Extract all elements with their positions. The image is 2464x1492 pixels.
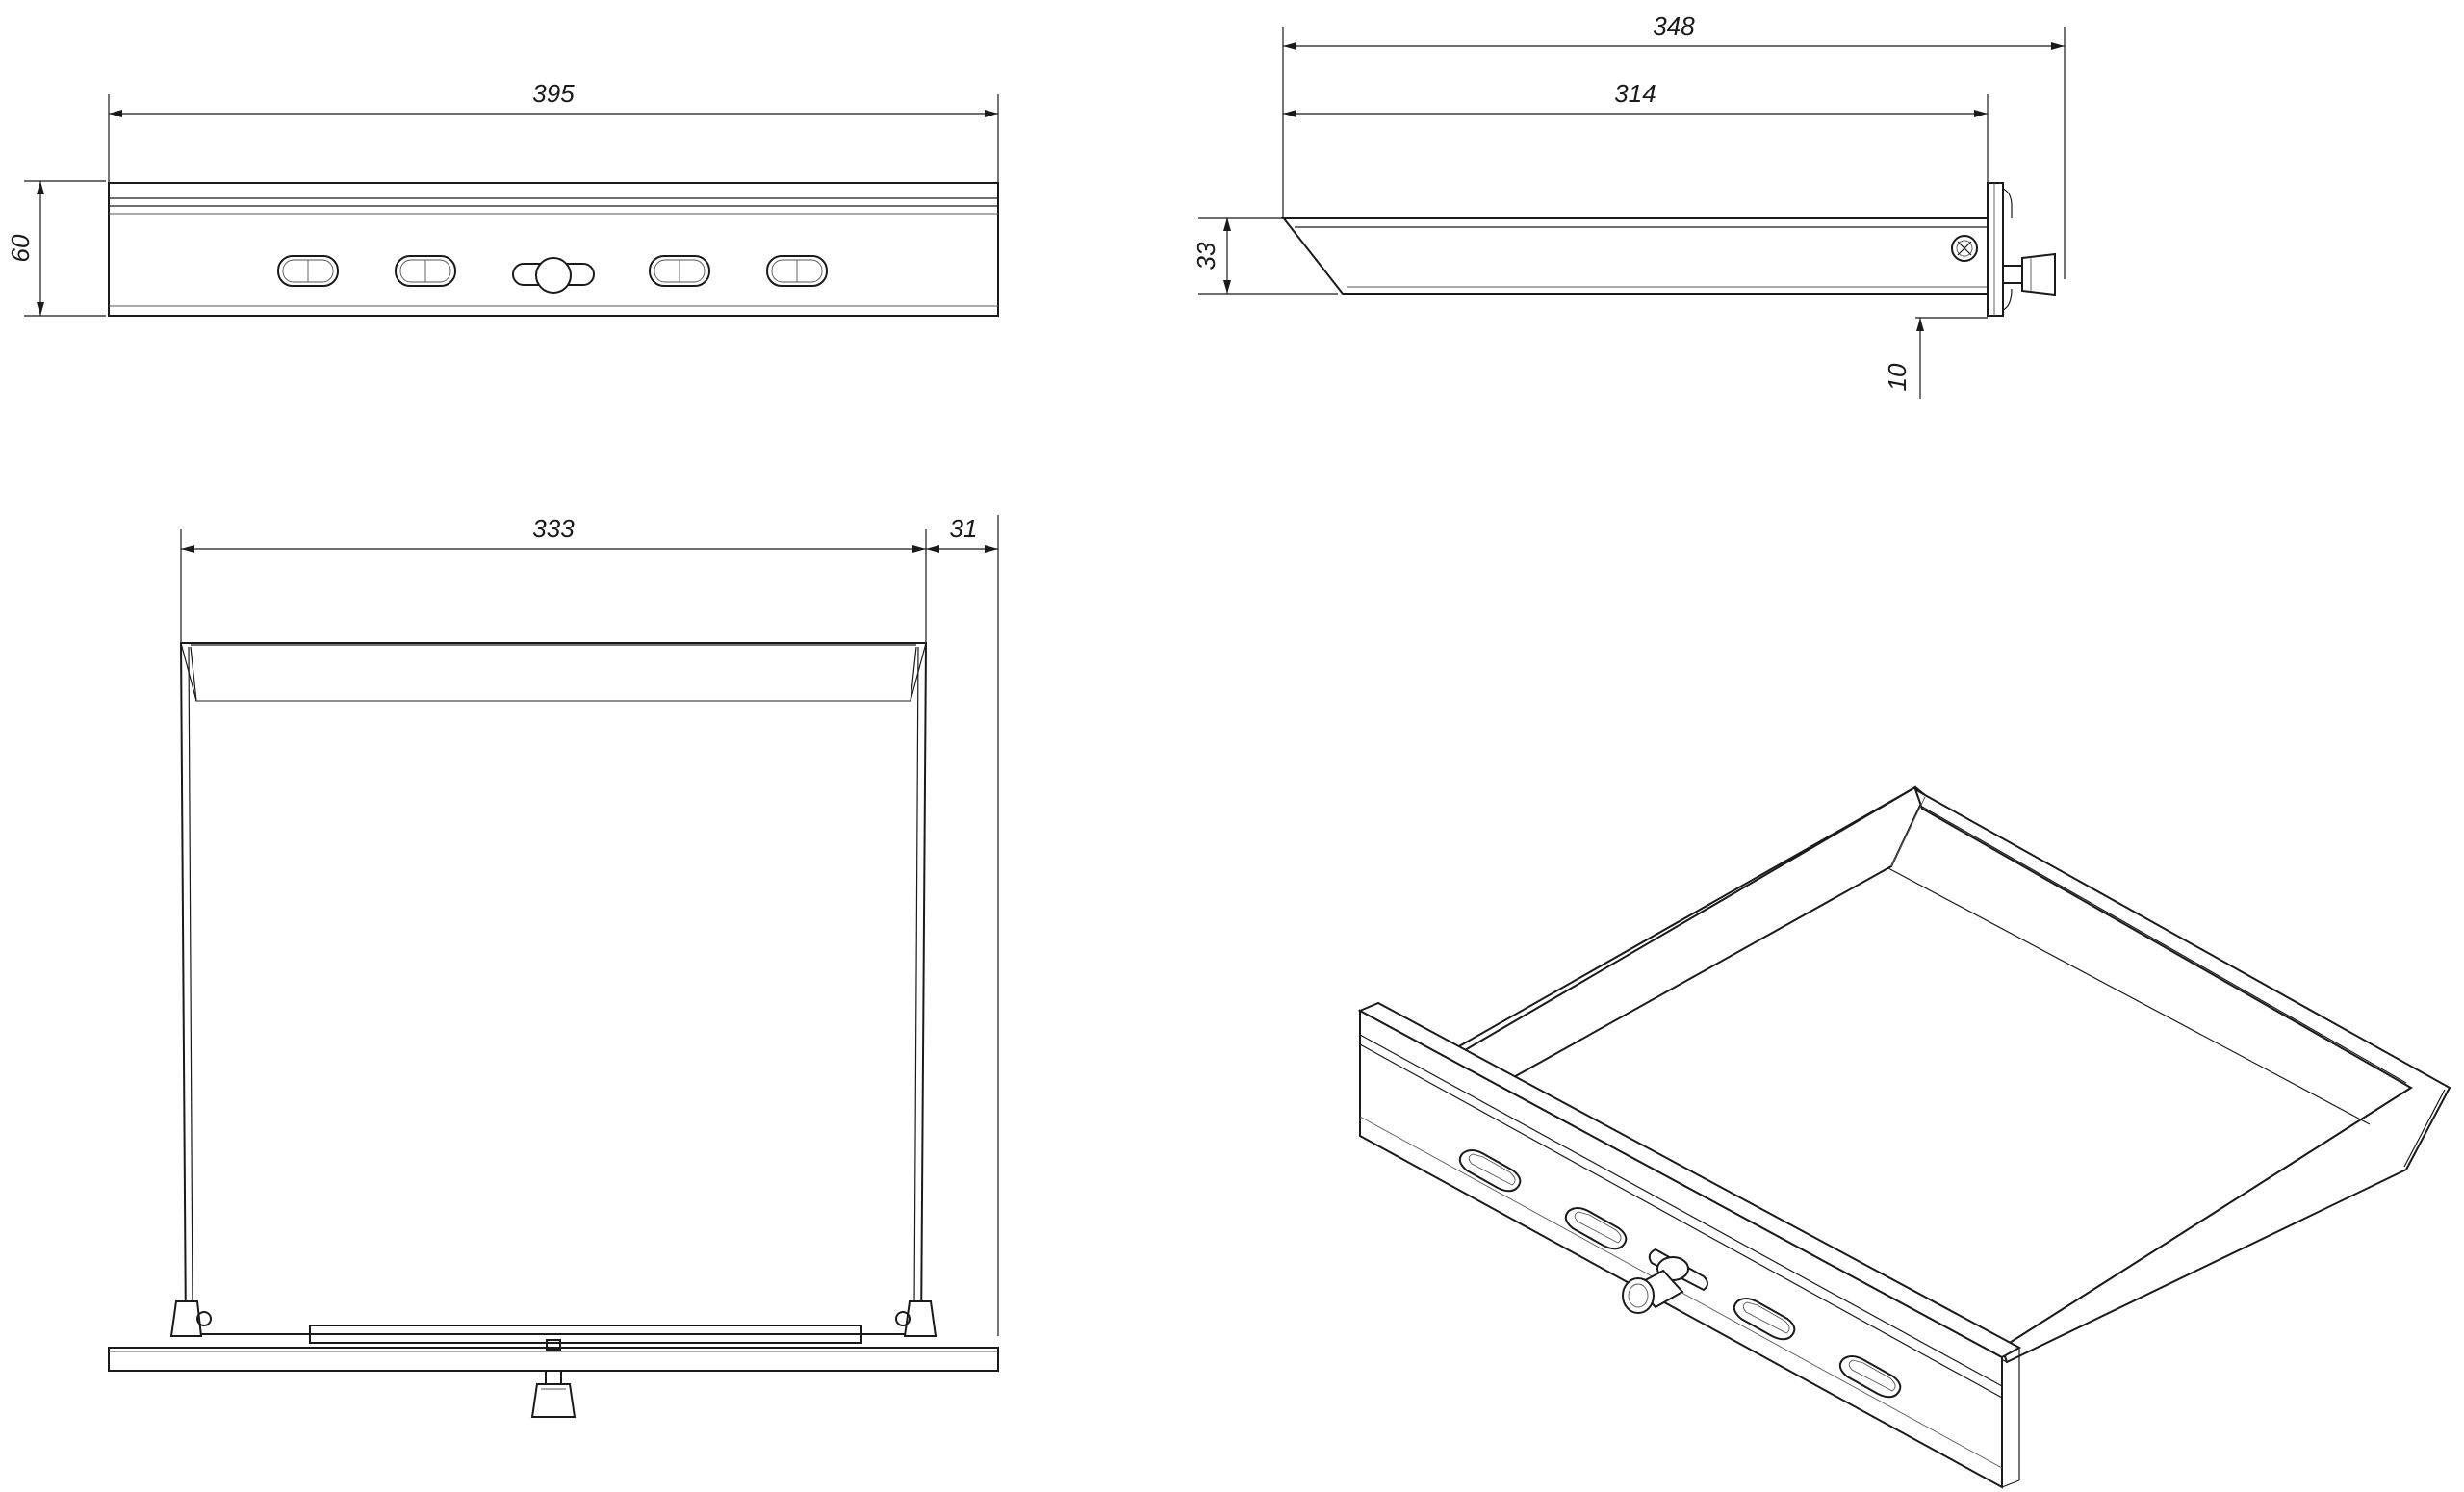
side-offset-dimension: 10 (1883, 255, 1988, 399)
side-inner-length-label: 314 (1614, 79, 1656, 108)
isometric-view (1357, 785, 2451, 1489)
hinge-bracket-right (895, 1300, 937, 1337)
oblong-slot-icon (1838, 1355, 1902, 1399)
oblong-slot-icon (1564, 1207, 1628, 1250)
side-height-label: 33 (1192, 242, 1220, 270)
side-view: 348 314 33 10 (1192, 12, 2066, 399)
oblong-slot-icon (766, 255, 828, 287)
side-tray-profile (1280, 182, 2013, 317)
oblong-slot-icon (1458, 1149, 1522, 1193)
knob-icon (530, 1370, 577, 1418)
iso-floor (1448, 799, 2413, 1350)
top-width-label: 333 (532, 514, 575, 543)
front-view: 395 60 (6, 79, 999, 317)
oblong-slot-icon (395, 255, 456, 287)
top-view: 333 31 (108, 514, 999, 1418)
side-length-dimension: 348 (1282, 12, 2066, 279)
oblong-slot-icon (1732, 1298, 1796, 1341)
top-width-dimension: 333 (180, 514, 927, 643)
front-panel (108, 182, 999, 317)
top-knob-dimension: 31 (926, 514, 999, 1336)
knob-icon (2002, 252, 2056, 296)
hinge-bracket-left (169, 1300, 212, 1337)
side-height-dimension: 33 (1192, 217, 1338, 295)
oblong-slot-icon (277, 255, 339, 287)
top-knob-label: 31 (950, 514, 978, 543)
oblong-slot-icon (649, 255, 710, 287)
screw-head-icon (1951, 235, 1978, 262)
front-height-label: 60 (6, 234, 35, 262)
side-offset-label: 10 (1883, 363, 1912, 391)
side-inner-length-dimension: 314 (1283, 79, 1989, 217)
knob-icon (512, 257, 595, 294)
knob-icon (1622, 1248, 1708, 1314)
front-height-dimension: 60 (6, 180, 106, 317)
top-tray (108, 642, 999, 1372)
front-width-dimension: 395 (108, 79, 999, 183)
front-width-label: 395 (532, 79, 575, 108)
side-length-label: 348 (1653, 12, 1695, 40)
